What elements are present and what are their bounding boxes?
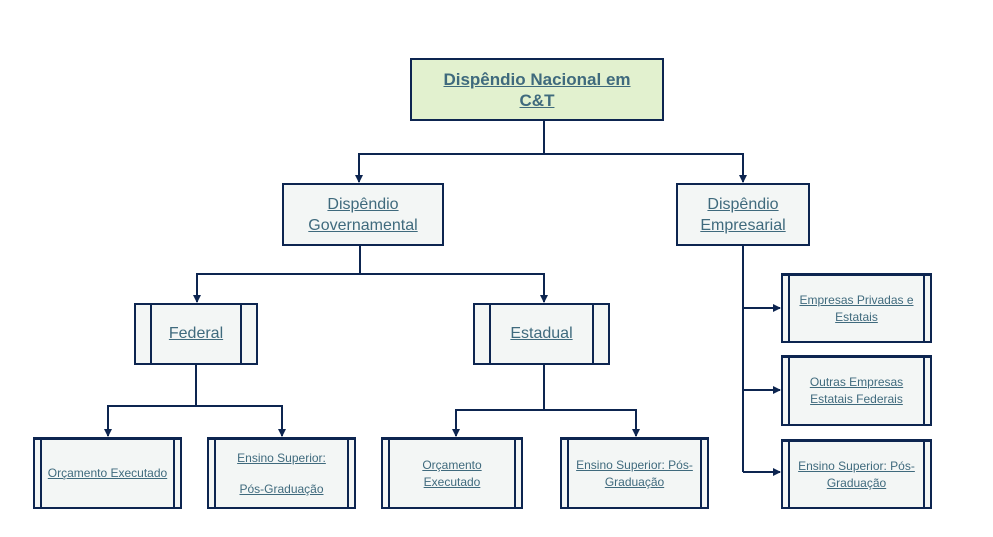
node-outras-empresas[interactable]: Outras Empresas Estatais Federais <box>781 355 932 426</box>
node-estadual-orcamento-label: Orçamento Executado <box>422 457 482 489</box>
node-estadual-ensino-label: Ensino Superior: Pós-Graduação <box>576 457 693 489</box>
edge-estadual-orc <box>452 365 545 437</box>
edge-federal-orc <box>104 365 197 437</box>
node-estadual[interactable]: Estadual <box>473 303 610 365</box>
node-federal-label: Federal <box>168 325 224 342</box>
node-empresas-privadas[interactable]: Empresas Privadas e Estatais <box>781 273 932 343</box>
edge-gov-estadual <box>360 273 548 303</box>
edge-root-emp <box>544 153 747 183</box>
node-root-label: Dispêndio Nacional em C&T <box>443 69 631 110</box>
node-estadual-ensino[interactable]: Ensino Superior: Pós-Graduação <box>560 437 709 509</box>
node-root[interactable]: Dispêndio Nacional em C&T <box>410 58 664 121</box>
edge-root-gov <box>355 121 545 183</box>
node-estadual-orcamento[interactable]: Orçamento Executado <box>381 437 523 509</box>
node-federal-ensino[interactable]: Ensino Superior: Pós-Graduação <box>207 437 356 509</box>
node-federal-ensino-line1: Ensino Superior: <box>237 450 326 465</box>
node-governamental-label: Dispêndio Governamental <box>308 195 418 234</box>
node-outras-empresas-label: Outras Empresas Estatais Federais <box>809 375 904 406</box>
edge-federal-ens <box>196 405 286 437</box>
node-federal[interactable]: Federal <box>134 303 258 365</box>
node-empresarial-ensino[interactable]: Ensino Superior: Pós-Graduação <box>781 439 932 509</box>
node-estadual-label: Estadual <box>510 325 573 342</box>
node-empresarial[interactable]: Dispêndio Empresarial <box>676 183 810 246</box>
edge-gov-federal <box>193 246 361 303</box>
node-federal-orcamento-label: Orçamento Executado <box>47 466 168 480</box>
edge-estadual-ens <box>544 409 640 437</box>
node-empresarial-label: Dispêndio Empresarial <box>700 195 786 234</box>
node-federal-ensino-line2: Pós-Graduação <box>239 481 324 496</box>
node-empresarial-ensino-label: Ensino Superior: Pós-Graduação <box>798 458 915 490</box>
node-federal-orcamento[interactable]: Orçamento Executado <box>33 437 182 509</box>
node-governamental[interactable]: Dispêndio Governamental <box>282 183 444 246</box>
node-empresas-privadas-label: Empresas Privadas e Estatais <box>799 292 914 324</box>
